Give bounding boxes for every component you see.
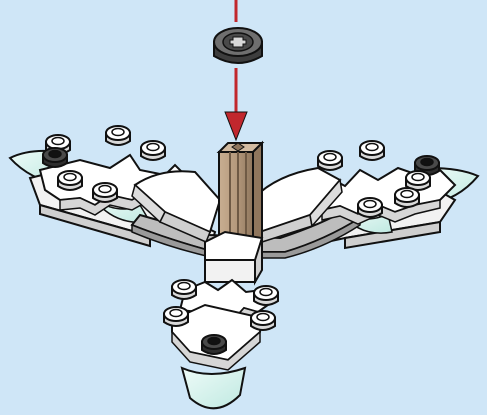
bottom-snowflake-branch bbox=[171, 278, 274, 410]
center-white-brick bbox=[204, 230, 264, 286]
right-curved-slope-brick bbox=[250, 166, 343, 243]
white-round-stud bbox=[163, 306, 189, 327]
white-round-stud bbox=[317, 150, 343, 171]
white-round-stud bbox=[45, 134, 71, 155]
white-round-stud bbox=[105, 125, 131, 146]
round-plate-studs bbox=[42, 125, 440, 218]
white-round-stud bbox=[92, 182, 118, 203]
white-round-stud bbox=[250, 310, 276, 331]
technic-bush-icon bbox=[213, 27, 263, 64]
dark-round-stud bbox=[42, 147, 68, 168]
white-round-stud bbox=[357, 197, 383, 218]
left-curved-slope-brick bbox=[131, 170, 222, 243]
white-round-stud bbox=[394, 187, 420, 208]
white-round-stud bbox=[57, 170, 83, 191]
down-arrow-icon bbox=[224, 0, 248, 142]
white-round-stud bbox=[359, 140, 385, 161]
white-round-stud bbox=[253, 285, 279, 306]
white-round-stud bbox=[171, 279, 197, 300]
front-round-plate-studs bbox=[163, 279, 279, 355]
white-round-stud bbox=[140, 140, 166, 161]
dark-round-stud bbox=[201, 334, 227, 355]
white-round-stud bbox=[405, 170, 431, 191]
